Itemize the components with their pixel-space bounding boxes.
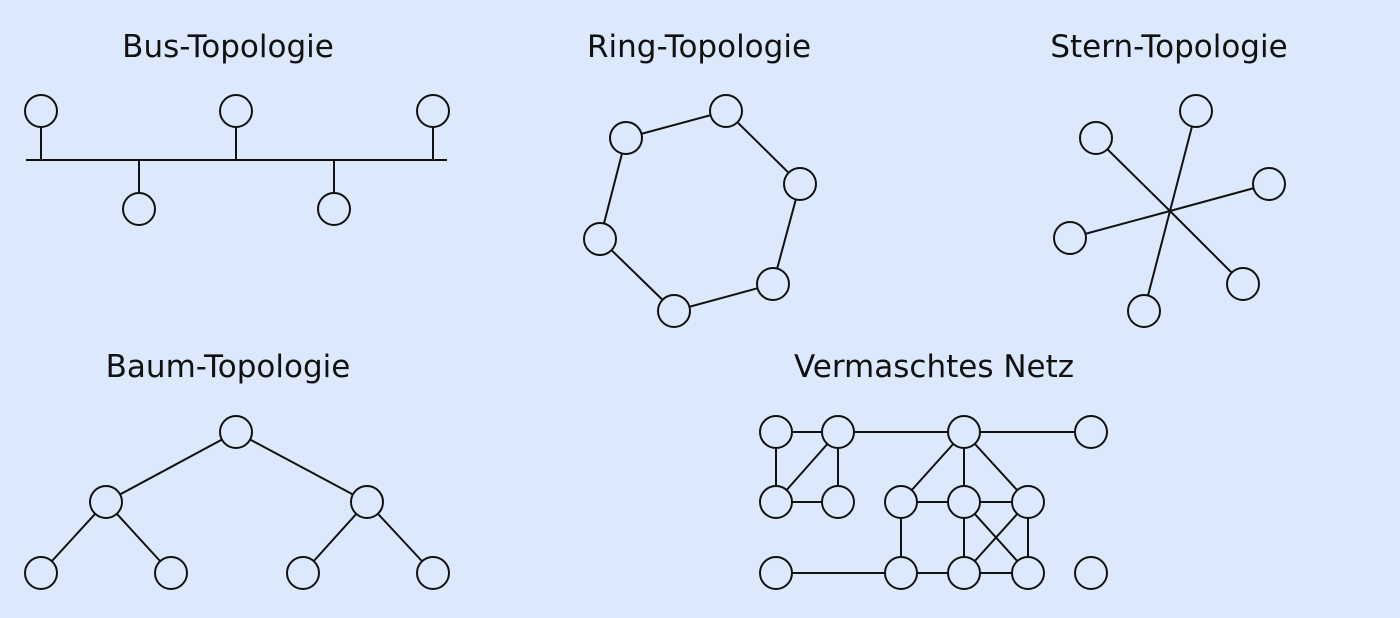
bus-node xyxy=(416,94,450,128)
star-link xyxy=(1069,210,1171,239)
ring-topology-diagram xyxy=(583,94,817,328)
mesh-node xyxy=(759,556,793,590)
mesh-node xyxy=(821,415,855,449)
tree-node xyxy=(350,485,384,519)
ring-node xyxy=(783,167,817,201)
tree-leaf-node xyxy=(416,556,450,590)
bus-node xyxy=(122,192,156,226)
tree-leaf-node xyxy=(154,556,188,590)
mesh-network-title: Vermaschtes Netz xyxy=(793,349,1075,385)
mesh-node xyxy=(884,556,918,590)
tree-leaf-node xyxy=(286,556,320,590)
star-topology-diagram xyxy=(1053,94,1286,328)
mesh-isolated-node xyxy=(1074,556,1108,590)
star-link xyxy=(1169,183,1270,212)
star-node xyxy=(1252,167,1286,201)
ring-node xyxy=(657,294,691,328)
mesh-node xyxy=(1011,485,1045,519)
mesh-node xyxy=(947,556,981,590)
mesh-node xyxy=(759,485,793,519)
ring-node xyxy=(756,267,790,301)
ring-node xyxy=(609,121,643,155)
ring-node xyxy=(709,94,743,128)
mesh-node xyxy=(759,415,793,449)
star-link xyxy=(1169,110,1197,212)
star-node xyxy=(1053,221,1087,255)
star-topology-title: Stern-Topologie xyxy=(1050,29,1288,65)
tree-root-node xyxy=(219,415,253,449)
ring-topology-title: Ring-Topologie xyxy=(586,29,812,65)
tree-topology-diagram xyxy=(24,415,450,590)
star-link xyxy=(1143,210,1171,312)
mesh-node xyxy=(947,415,981,449)
star-link xyxy=(1169,210,1244,285)
ring-node xyxy=(583,222,617,256)
tree-node xyxy=(89,485,123,519)
star-node xyxy=(1179,94,1213,128)
star-node xyxy=(1127,294,1161,328)
star-link xyxy=(1095,137,1171,212)
tree-topology-title: Baum-Topologie xyxy=(105,349,351,385)
bus-topology-diagram xyxy=(24,94,450,226)
bus-topology-title: Bus-Topologie xyxy=(122,29,334,65)
star-node xyxy=(1079,121,1113,155)
mesh-network-diagram xyxy=(759,415,1108,590)
mesh-node xyxy=(1074,415,1108,449)
mesh-node xyxy=(884,485,918,519)
tree-link xyxy=(235,431,368,503)
tree-link xyxy=(105,431,237,503)
mesh-node xyxy=(1011,556,1045,590)
bus-node xyxy=(317,192,351,226)
star-node xyxy=(1226,267,1260,301)
mesh-node xyxy=(947,485,981,519)
tree-leaf-node xyxy=(24,556,58,590)
bus-node xyxy=(24,94,58,128)
mesh-node xyxy=(821,485,855,519)
bus-node xyxy=(219,94,253,128)
